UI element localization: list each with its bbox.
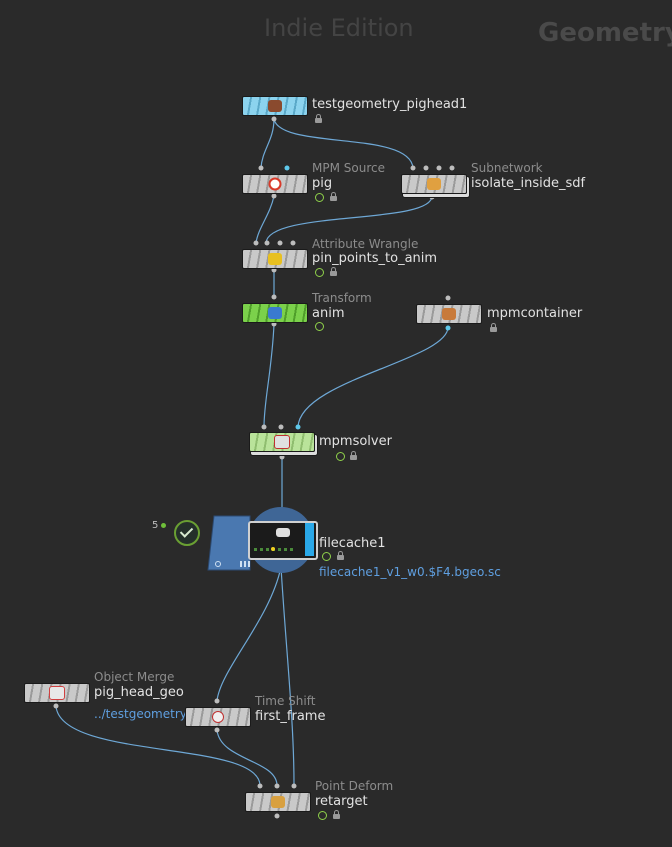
node-timeshift[interactable]: [185, 707, 251, 727]
node-mpmsolver-name: mpmsolver: [319, 434, 392, 449]
node-transform[interactable]: [242, 303, 308, 323]
lock-icon: [330, 267, 337, 276]
wire-subnet-to-wrangle: [265, 195, 433, 244]
transform-icon: [268, 307, 282, 319]
wire-container-to-solver: [297, 326, 449, 428]
cache-progress-bar: [305, 523, 314, 556]
node-subnet[interactable]: [401, 174, 467, 194]
wire-timeshift-to-deform: [216, 729, 278, 786]
lock-icon: [333, 810, 340, 819]
display-flag-icon[interactable]: [336, 452, 345, 461]
node-pointdeform-name: retarget: [315, 794, 368, 809]
node-mpmcontainer[interactable]: [416, 304, 482, 324]
deform-icon: [271, 796, 285, 808]
container-box-icon: [442, 308, 456, 320]
display-flag-icon[interactable]: [315, 268, 324, 277]
node-objmerge-name: pig_head_geo: [94, 685, 184, 700]
node-subnet-name: isolate_inside_sdf: [471, 176, 586, 191]
node-objmerge-type: Object Merge: [94, 670, 175, 684]
node-mpmcontainer-name: mpmcontainer: [487, 306, 583, 321]
clock-gauge-icon: [212, 711, 224, 723]
status-dot: [161, 523, 166, 528]
display-flag-icon[interactable]: [322, 552, 331, 561]
lock-icon: [490, 323, 497, 332]
wire-pighead-to-source: [260, 118, 275, 169]
wrangle-icon: [268, 253, 282, 265]
lock-icon: [350, 451, 357, 460]
wire-transform-to-solver: [263, 323, 275, 428]
lock-icon: [315, 114, 322, 123]
node-pighead-name: testgeometry_pighead1: [312, 97, 468, 112]
node-transform-name: anim: [312, 306, 345, 321]
node-mpmsource[interactable]: [242, 174, 308, 194]
node-timeshift-type: Time Shift: [255, 694, 316, 708]
node-wrangle-type: Attribute Wrangle: [312, 237, 419, 251]
node-filecache[interactable]: [248, 521, 318, 560]
wire-filecache-to-timeshift: [216, 566, 282, 702]
node-subnet-type: Subnetwork: [471, 161, 543, 175]
pig-head-icon: [268, 100, 282, 112]
node-pighead[interactable]: [242, 96, 308, 116]
node-pointdeform[interactable]: [245, 792, 311, 812]
wire-filecache-to-deform: [280, 566, 295, 786]
lifebuoy-icon: [268, 177, 282, 191]
node-filecache-path: filecache1_v1_w0.$F4.bgeo.sc: [319, 565, 501, 579]
node-filecache-name: filecache1: [319, 536, 386, 551]
display-flag-icon[interactable]: [315, 322, 324, 331]
filecache-count: 5: [152, 520, 159, 531]
node-wrangle[interactable]: [242, 249, 308, 269]
subnet-icon: [427, 178, 441, 190]
node-mpmsource-name: pig: [312, 176, 333, 191]
node-transform-type: Transform: [312, 291, 372, 305]
node-wrangle-name: pin_points_to_anim: [312, 251, 438, 266]
node-pointdeform-type: Point Deform: [315, 779, 394, 793]
lock-icon: [337, 551, 344, 560]
wire-objmerge-to-deform: [55, 705, 261, 786]
display-flag-icon[interactable]: [315, 193, 324, 202]
disk-drive-icon: [276, 528, 290, 537]
current-frame-dot: [271, 547, 275, 551]
solver-icon: [274, 435, 290, 449]
node-mpmsolver[interactable]: [249, 432, 315, 452]
display-flag-icon[interactable]: [318, 811, 327, 820]
wire-source-to-wrangle: [255, 195, 275, 244]
wire-pighead-to-subnet: [273, 118, 414, 169]
edition-watermark: Indie Edition: [264, 14, 414, 42]
node-timeshift-name: first_frame: [255, 709, 326, 724]
node-mpmsource-type: MPM Source: [312, 161, 385, 175]
cache-done-check-icon[interactable]: [174, 520, 200, 546]
object-merge-icon: [49, 686, 65, 700]
lock-icon: [330, 192, 337, 201]
network-context-title: Geometry: [538, 18, 672, 48]
node-objmerge[interactable]: [24, 683, 90, 703]
